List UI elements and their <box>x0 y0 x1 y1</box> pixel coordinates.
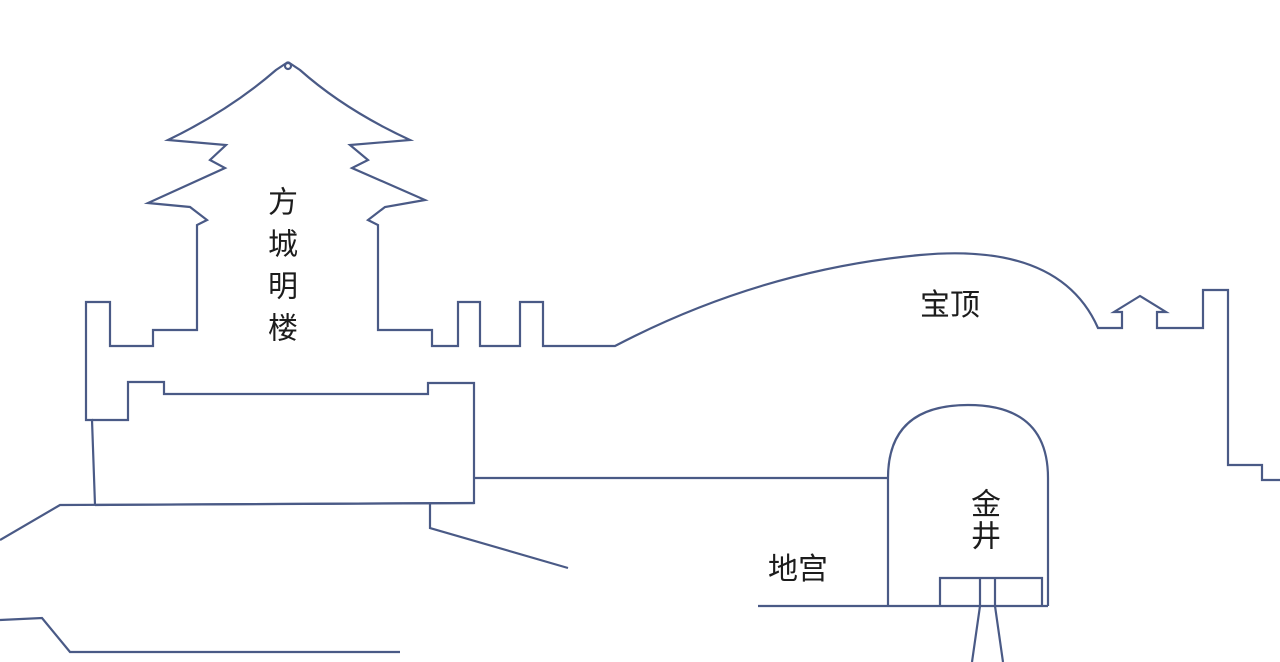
jinjing-label: 金井 <box>965 488 1000 552</box>
minglou-tower-outline <box>287 61 1280 482</box>
baoding-label: 宝顶 <box>920 288 980 323</box>
jinjing-well-left <box>970 578 982 662</box>
fangcheng-minglou-label: 方城明楼 <box>262 186 297 354</box>
fangcheng-base-block <box>92 380 476 507</box>
bottom-left-steps <box>0 616 400 654</box>
left-slope <box>0 501 475 541</box>
digong-arch <box>886 403 1050 606</box>
minglou-tower-left-outline <box>84 61 289 506</box>
left-ramp <box>428 503 569 570</box>
jinjing-well-right <box>993 578 1005 662</box>
roof-finial <box>283 61 293 71</box>
jinjing-platform <box>938 576 1044 606</box>
digong-label: 地宫 <box>768 552 828 587</box>
